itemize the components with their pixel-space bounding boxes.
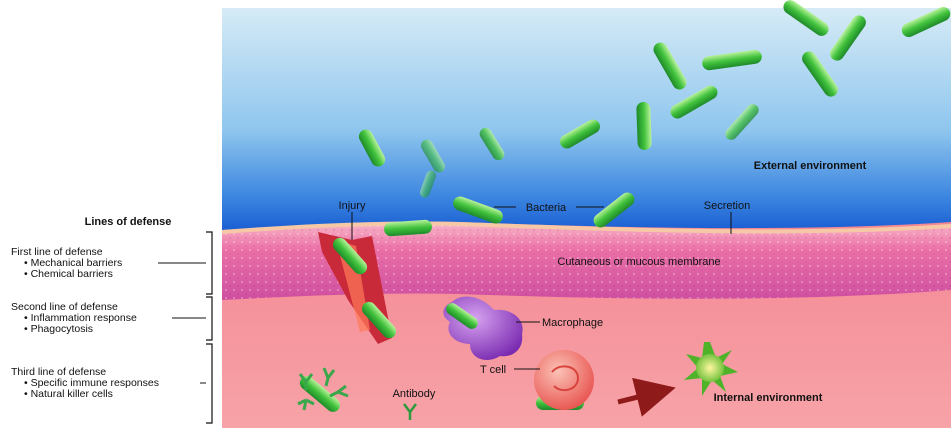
secretion-label: Secretion [704, 200, 750, 212]
membrane-label: Cutaneous or mucous membrane [557, 256, 720, 268]
injury-label: Injury [339, 200, 366, 212]
internal-environment-label: Internal environment [714, 392, 823, 404]
t-cell [534, 350, 594, 410]
first-line-bracket [206, 232, 212, 294]
antibody-label: Antibody [393, 388, 436, 400]
tcell-label: T cell [480, 364, 506, 376]
third-line-item: • Natural killer cells [24, 388, 113, 400]
bacteria-label: Bacteria [526, 202, 567, 214]
second-line-bracket [206, 297, 212, 340]
second-line-item: • Phagocytosis [24, 323, 93, 335]
first-line-item: • Chemical barriers [24, 268, 113, 280]
third-line-bracket [206, 344, 212, 423]
macrophage-label: Macrophage [542, 317, 603, 329]
bacterium [636, 102, 652, 150]
legend-title: Lines of defense [85, 216, 172, 228]
external-environment-label: External environment [754, 160, 867, 172]
